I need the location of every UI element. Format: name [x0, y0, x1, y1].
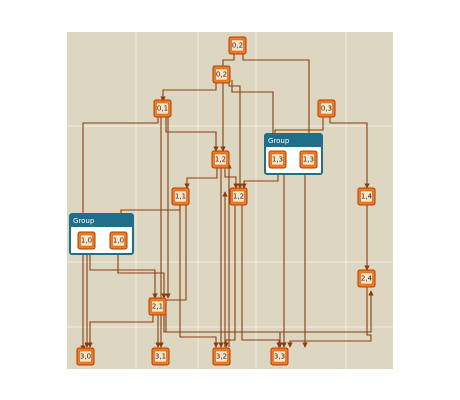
- node-label: 3,1: [155, 353, 166, 361]
- node[interactable]: 1,2: [211, 150, 230, 169]
- node-label: 0,2: [216, 71, 227, 79]
- edge: [89, 250, 158, 299]
- node-label: 3,3: [274, 353, 285, 361]
- node[interactable]: 2,1: [148, 297, 167, 316]
- node-label: 0,1: [157, 105, 168, 113]
- edge: [223, 203, 236, 348]
- node-label: 1,3: [272, 156, 283, 164]
- node-label: 1,0: [81, 237, 92, 245]
- edge: [158, 203, 187, 301]
- edge: [287, 285, 372, 348]
- node-label: 2,1: [152, 303, 163, 311]
- node[interactable]: 1,1: [171, 187, 190, 206]
- node[interactable]: 1,0: [109, 231, 128, 250]
- node-label: 1,2: [215, 156, 226, 164]
- node[interactable]: 3,3: [270, 347, 289, 366]
- node-label: 0,2: [232, 42, 243, 50]
- edge: [117, 250, 167, 299]
- node-label: 1,3: [303, 156, 314, 164]
- node[interactable]: 3,0: [76, 347, 95, 366]
- node-label: 3,0: [80, 353, 91, 361]
- edge: [165, 290, 374, 333]
- node-label: 0,3: [321, 105, 332, 113]
- group-header: [70, 214, 133, 227]
- node-label: 2,4: [361, 275, 373, 283]
- node-label: 1,1: [175, 193, 186, 201]
- edge: [241, 172, 279, 189]
- node[interactable]: 0,2: [228, 36, 247, 55]
- grid-lines: [67, 32, 393, 369]
- node[interactable]: 0,2: [212, 65, 231, 84]
- edge: [165, 115, 219, 152]
- node-label: 1,0: [113, 237, 124, 245]
- group-header: [265, 134, 322, 147]
- edge: [222, 53, 235, 67]
- edge: [242, 53, 312, 149]
- node-label: 3,2: [216, 353, 227, 361]
- edge: [224, 166, 239, 189]
- edge: [179, 203, 219, 348]
- edge: [160, 80, 217, 102]
- node-label: 1,2: [233, 193, 244, 201]
- node[interactable]: 1,4: [357, 187, 376, 206]
- edge: [231, 80, 276, 151]
- edge: [87, 314, 154, 348]
- node[interactable]: 1,0: [77, 231, 96, 250]
- edges: [80, 53, 374, 351]
- edge: [329, 116, 370, 189]
- group-title: Group: [268, 137, 290, 145]
- node[interactable]: 1,2: [229, 187, 248, 206]
- node[interactable]: 0,3: [317, 99, 336, 118]
- node[interactable]: 2,4: [357, 269, 376, 288]
- node[interactable]: 1,3: [299, 150, 318, 169]
- node-label: 1,4: [361, 193, 373, 201]
- node[interactable]: 3,1: [151, 347, 170, 366]
- edge: [184, 166, 218, 189]
- group-title: Group: [73, 217, 95, 225]
- node[interactable]: 0,1: [153, 99, 172, 118]
- node[interactable]: 1,3: [268, 150, 287, 169]
- node[interactable]: 3,2: [212, 347, 231, 366]
